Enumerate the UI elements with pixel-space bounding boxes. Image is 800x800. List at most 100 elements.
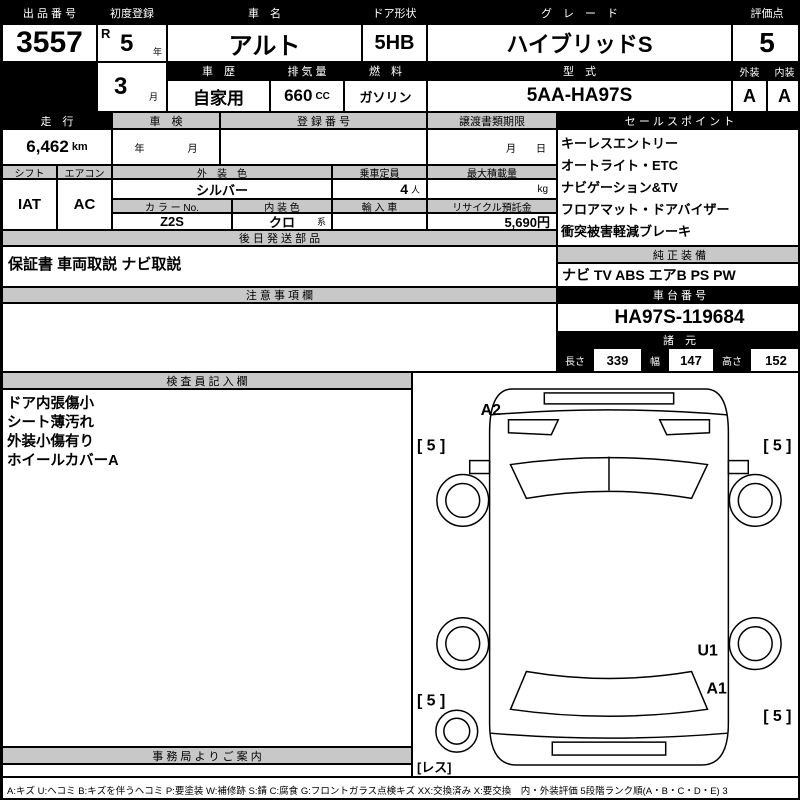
- mileage-value: 6,462: [26, 137, 69, 156]
- mileage-header: 走 行: [2, 112, 112, 129]
- grade-header: グ レ ー ド: [427, 2, 732, 24]
- black-filler: [2, 62, 97, 112]
- history-header: 車 歴: [167, 62, 270, 80]
- year-unit: 年: [152, 47, 162, 57]
- max-load-header: 最大積載量: [427, 165, 557, 179]
- shift: IAT: [2, 179, 57, 230]
- grade: ハイブリッドS: [427, 24, 732, 62]
- car-name: アルト: [167, 24, 362, 62]
- first-reg-year-cell: R 5 年: [97, 24, 167, 62]
- interior-color: クロ 系: [232, 213, 332, 230]
- reg-year: 5: [120, 30, 134, 57]
- mileage-unit: km: [71, 141, 88, 153]
- mark-front-right-label: [ 5 ]: [763, 438, 791, 455]
- score: 5: [732, 24, 798, 62]
- inspection-header: 車 検: [112, 112, 220, 129]
- inspector-note-item: シート薄汚れ: [7, 415, 94, 431]
- reg-no-header: 登 録 番 号: [220, 112, 427, 129]
- office-info-header: 事 務 局 よ り ご 案 内: [2, 747, 412, 764]
- displacement-unit: CC: [315, 90, 330, 102]
- later-parts: 保証書 車両取説 ナビ取説: [2, 246, 557, 287]
- capacity: 4 人: [332, 179, 427, 199]
- inspection-month-unit: 月: [187, 143, 198, 155]
- car-diagram-box: A2 [ 5 ] [ 5 ] U1 A1 [ 5 ] [ 5 ] [レス]: [412, 372, 798, 777]
- chassis-no-header: 車 台 番 号: [557, 287, 798, 303]
- door-shape: 5HB: [362, 24, 427, 62]
- sales-points-list: キーレスエントリー オートライト・ETC ナビゲーション&TV フロアマット・ド…: [557, 129, 798, 246]
- mark-u1-label: U1: [698, 643, 718, 660]
- interior-header: 内装: [767, 62, 798, 80]
- color-no: Z2S: [112, 213, 232, 230]
- later-parts-header: 後 日 発 送 部 品: [2, 230, 557, 246]
- inspection-value-cell: 年 月: [112, 129, 220, 165]
- mark-rear-right-label: [ 5 ]: [763, 708, 791, 725]
- auction-no-header: 出 品 番 号: [2, 2, 97, 24]
- oem-equipment: ナビ TV ABS エアB PS PW: [557, 263, 798, 287]
- chassis-no: HA97S-119684: [557, 303, 798, 332]
- inspector-note-item: ドア内張傷小: [7, 396, 94, 412]
- history: 自家用: [167, 80, 270, 112]
- height-value: 152: [750, 348, 798, 372]
- exterior-header: 外装: [732, 62, 767, 80]
- auction-no: 3557: [2, 24, 97, 62]
- inspector-note-item: 外装小傷有り: [7, 434, 94, 450]
- fuel: ガソリン: [344, 80, 427, 112]
- aircon: AC: [57, 179, 112, 230]
- car-name-header: 車 名: [167, 2, 362, 24]
- door-shape-header: ドア形状: [362, 2, 427, 24]
- exterior-color: シルバー: [112, 179, 332, 199]
- exterior-grade: A: [732, 80, 767, 112]
- mark-a1-label: A1: [706, 680, 726, 697]
- exterior-color-header: 外 装 色: [112, 165, 332, 179]
- length-value: 339: [593, 348, 642, 372]
- damage-code-legend: A:キズ U:ヘコミ B:キズを伴うヘコミ P:要塗装 W:補修跡 S:錆 C:…: [2, 777, 798, 798]
- first-reg-header: 初度登録: [97, 2, 167, 24]
- transfer-deadline-header: 譲渡書類期限: [427, 112, 557, 129]
- interior-color-value: クロ: [268, 215, 295, 230]
- fuel-header: 燃 料: [344, 62, 427, 80]
- height-label: 高さ: [714, 348, 750, 372]
- mark-spare-label: [レス]: [417, 760, 451, 775]
- transfer-deadline-cell: 月 日: [427, 129, 557, 165]
- month-unit: 月: [148, 92, 158, 102]
- model-code: 5AA-HA97S: [427, 80, 732, 112]
- inspector-notes: ドア内張傷小 シート薄汚れ 外装小傷有り ホイールカバーA: [2, 389, 412, 747]
- import-value-cell: [332, 213, 427, 230]
- mark-a2-label: A2: [481, 402, 501, 419]
- mark-rear-left-label: [ 5 ]: [417, 692, 445, 709]
- sales-point-item: 衝突被害軽減ブレーキ: [561, 224, 692, 239]
- import-header: 輸 入 車: [332, 199, 427, 213]
- notes-area: [2, 303, 557, 372]
- notes-header: 注 意 事 項 欄: [2, 287, 557, 303]
- score-header: 評価点: [732, 2, 798, 24]
- car-diagram: A2 [ 5 ] [ 5 ] U1 A1 [ 5 ] [ 5 ] [レス]: [417, 388, 791, 775]
- recycle-fee: 5,690円: [427, 213, 557, 230]
- displacement-header: 排 気 量: [270, 62, 344, 80]
- sales-point-item: フロアマット・ドアバイザー: [561, 202, 730, 217]
- mileage: 6,462 km: [2, 129, 112, 165]
- width-value: 147: [668, 348, 714, 372]
- model-code-header: 型 式: [427, 62, 732, 80]
- interior-color-unit: 系: [316, 217, 326, 227]
- reg-no-value-cell: [220, 129, 427, 165]
- oem-equipment-header: 純 正 装 備: [557, 246, 798, 263]
- reg-month: 3: [114, 73, 128, 100]
- displacement: 660 CC: [270, 80, 344, 112]
- transfer-month-unit: 月: [506, 143, 516, 155]
- inspector-notes-header: 検 査 員 記 入 欄: [2, 372, 412, 389]
- displacement-value: 660: [284, 86, 313, 105]
- capacity-unit: 人: [410, 184, 420, 195]
- aircon-header: エアコン: [57, 165, 112, 179]
- max-load: kg: [427, 179, 557, 199]
- mark-front-left-label: [ 5 ]: [417, 438, 445, 455]
- first-reg-month-cell: 3 月: [97, 62, 167, 112]
- color-no-header: カ ラ ー No.: [112, 199, 232, 213]
- sales-point-item: オートライト・ETC: [561, 158, 679, 173]
- capacity-header: 乗車定員: [332, 165, 427, 179]
- inspection-year-unit: 年: [134, 143, 145, 155]
- sales-point-item: キーレスエントリー: [561, 136, 679, 151]
- inspector-note-item: ホイールカバーA: [7, 453, 119, 469]
- sales-point-item: ナビゲーション&TV: [561, 180, 678, 195]
- dimensions-header: 諸 元: [557, 332, 798, 348]
